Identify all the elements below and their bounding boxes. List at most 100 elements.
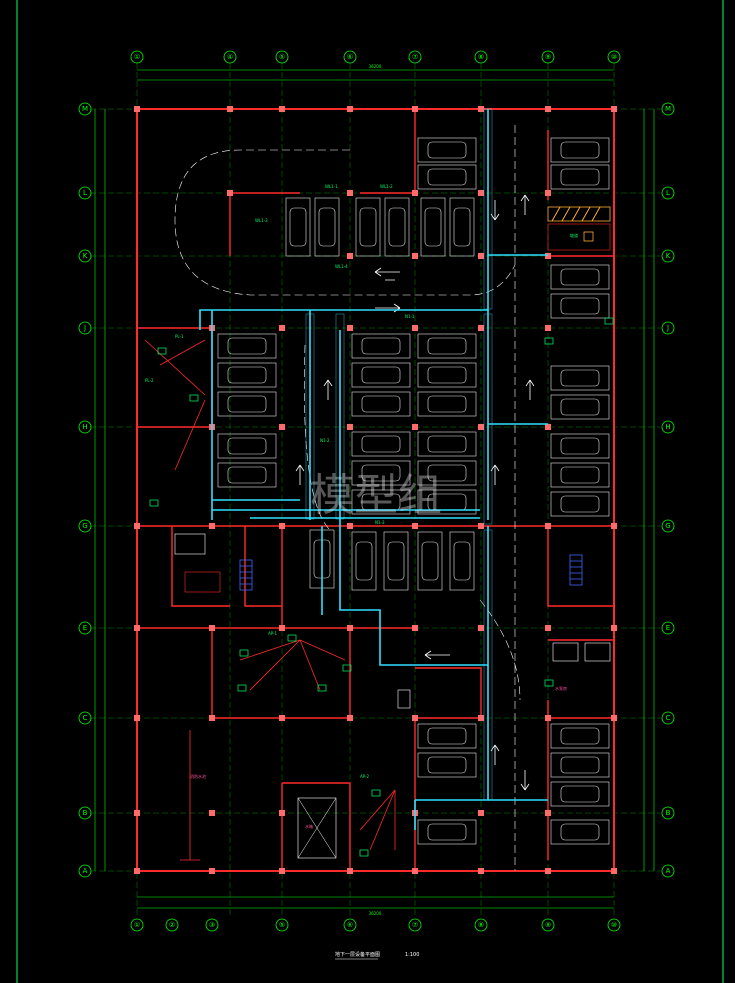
- car-icon: [417, 431, 477, 457]
- car-icon: [217, 391, 277, 417]
- arrow-icon: [490, 464, 500, 485]
- room-label: 水箱: [305, 823, 313, 829]
- arrow-icon: [490, 200, 500, 221]
- car-icon: [550, 752, 610, 778]
- sheet-frame: [16, 0, 724, 983]
- axis-label: A: [666, 867, 671, 875]
- arrow-icon: [424, 650, 450, 660]
- equipment-rooms: [174, 533, 611, 859]
- axis-label: E: [83, 624, 87, 632]
- car-icon: [417, 460, 477, 486]
- axis-label: ③: [209, 921, 215, 929]
- car-icon: [550, 819, 610, 845]
- car-icon: [550, 781, 610, 807]
- annotation-text: PL-2: [145, 378, 154, 383]
- axis-label: ④: [227, 53, 233, 61]
- left-axis-markers: M L K J H G E C B A: [78, 102, 92, 878]
- annotation-text: AP-1: [268, 631, 278, 636]
- car-icon: [417, 333, 477, 359]
- car-icon: [417, 531, 443, 591]
- axis-label: ②: [169, 921, 175, 929]
- car-icon: [217, 462, 277, 488]
- axis-label: E: [666, 624, 670, 632]
- axis-label: ⑤: [279, 921, 285, 929]
- annotation-text: PL-1: [175, 334, 184, 339]
- car-icon: [417, 723, 477, 749]
- axis-label: L: [666, 189, 670, 197]
- axis-label: C: [666, 714, 671, 722]
- duct-outlines: [305, 108, 493, 801]
- axis-marker: [130, 50, 144, 64]
- room-label: 坡道: [570, 232, 578, 238]
- arrow-icon: [520, 194, 530, 215]
- car-icon: [449, 197, 475, 257]
- axis-label: ⑤: [279, 53, 285, 61]
- axis-marker: [343, 918, 357, 932]
- axis-marker: [408, 918, 422, 932]
- annotation-text: WL1-2: [380, 184, 393, 189]
- pipe-annotations: WL1-1 WL1-2 WL1-3 WL1-4 N1-1 N1-2 N1-3 P…: [145, 184, 578, 829]
- control-panel: [174, 533, 206, 555]
- car-icon: [550, 394, 610, 420]
- car-icon: [550, 264, 610, 290]
- arrow-icon: [374, 267, 400, 281]
- car-icon: [550, 462, 610, 488]
- axis-label: ⑥: [347, 53, 353, 61]
- axis-label: M: [82, 105, 88, 113]
- annotation-text: WL1-3: [255, 218, 268, 223]
- axis-label: J: [666, 324, 669, 332]
- dimension-lines: [94, 69, 655, 909]
- arrow-icon: [490, 744, 500, 765]
- car-icon: [217, 333, 277, 359]
- axis-label: K: [83, 252, 88, 260]
- axis-marker: [607, 50, 621, 64]
- right-axis-markers: M L K J H G E C B A: [661, 102, 675, 878]
- axis-label: B: [83, 809, 88, 817]
- axis-label: ⑨: [545, 921, 551, 929]
- axis-label: L: [83, 189, 87, 197]
- axis-label: J: [83, 324, 86, 332]
- tank: [297, 797, 337, 859]
- car-icon: [383, 531, 409, 591]
- annotation-text: N1-2: [320, 438, 330, 443]
- arrow-icon: [323, 379, 341, 400]
- drawing-scale: 1:100: [405, 952, 419, 958]
- car-icon: [417, 819, 477, 845]
- axis-label: H: [665, 423, 670, 431]
- bottom-axis-markers: ① ② ③ ⑤ ⑥ ⑦ ⑧ ⑨ ⑩: [130, 918, 621, 932]
- car-icon: [355, 197, 381, 257]
- arrow-icon: [295, 464, 305, 485]
- axis-label: ⑦: [412, 53, 418, 61]
- car-icon: [217, 433, 277, 459]
- top-axis-markers: ① ④ ⑤ ⑥ ⑦ ⑧ ⑨ ⑩: [130, 50, 621, 64]
- car-icon: [285, 197, 311, 257]
- annotation-text: WL1-1: [325, 184, 338, 189]
- car-icon: [550, 164, 610, 190]
- top-total-dimension: 36200: [369, 64, 382, 69]
- axis-label: ⑧: [478, 53, 484, 61]
- axis-label: B: [666, 809, 671, 817]
- axis-label: K: [666, 252, 671, 260]
- axis-marker: [343, 50, 357, 64]
- exterior-wall: [136, 108, 615, 872]
- axis-marker: [541, 918, 555, 932]
- title-block: 地下一层设备平面图 1:100: [335, 951, 419, 960]
- annotation-text: N1-1: [405, 314, 415, 319]
- axis-label: ⑥: [347, 921, 353, 929]
- room-label: 消防水池: [190, 773, 206, 779]
- car-icon: [420, 197, 446, 257]
- axis-marker: [607, 918, 621, 932]
- axis-marker: [474, 50, 488, 64]
- axis-label: ①: [134, 53, 140, 61]
- axis-label: ⑧: [478, 921, 484, 929]
- car-icon: [351, 460, 411, 486]
- device-symbols: [149, 317, 614, 857]
- car-icon: [550, 723, 610, 749]
- axis-label: C: [83, 714, 88, 722]
- car-icon: [550, 293, 610, 319]
- car-icon: [550, 491, 610, 517]
- car-icon: [550, 365, 610, 391]
- axis-label: ⑩: [611, 921, 617, 929]
- car-icon: [417, 391, 477, 417]
